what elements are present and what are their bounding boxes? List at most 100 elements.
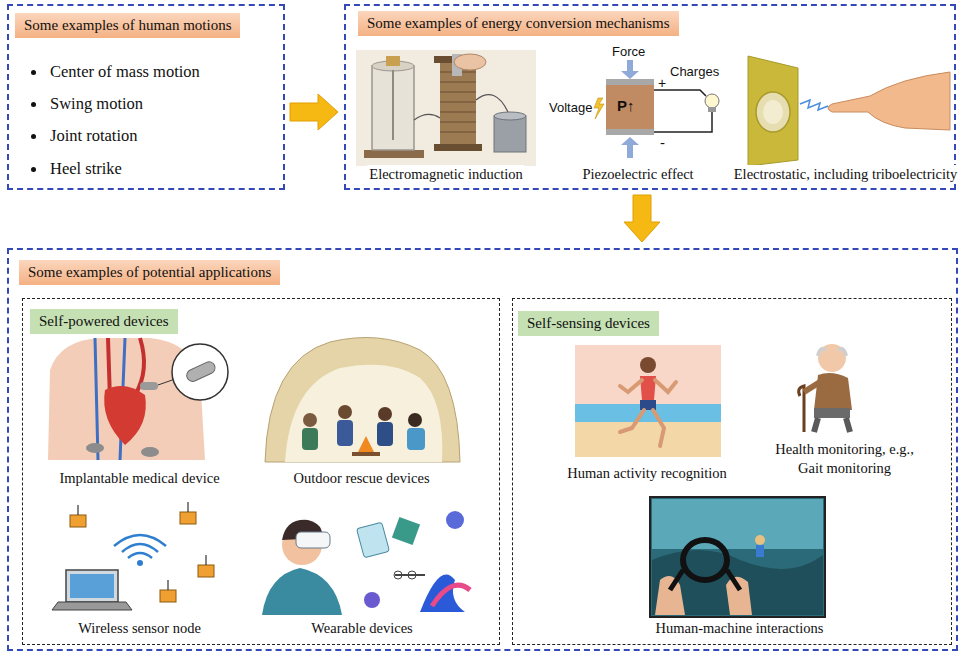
application-item: Wireless sensor node — [40, 500, 240, 640]
induction-apparatus-part — [476, 95, 508, 112]
elderly-person-part — [814, 373, 852, 410]
piezo-element-part — [627, 144, 633, 158]
sensor-network-part — [66, 570, 118, 602]
bullet-dot — [31, 167, 36, 172]
cave-scene-part — [408, 413, 422, 427]
cave-scene-part — [377, 422, 393, 446]
application-item: Wearable devices — [250, 500, 475, 640]
bullet-item: Swing motion — [50, 93, 143, 115]
induction-apparatus-part-part — [440, 122, 476, 123]
sensor-network-part — [52, 602, 132, 610]
induction-apparatus-part — [356, 50, 536, 166]
vr-wearer — [262, 511, 470, 615]
vr-wearer-part — [395, 574, 425, 576]
application-item: Health monitoring, e.g., Gait monitoring — [760, 335, 930, 480]
caption: Electromagnetic induction — [367, 165, 524, 184]
application-item: Human activity recognition — [560, 340, 735, 485]
runner-scene-part — [640, 357, 656, 373]
cave-scene-part — [265, 338, 460, 463]
vr-wearer-part — [364, 592, 380, 608]
cave-scene-part — [378, 407, 392, 421]
induction-apparatus-part — [454, 54, 486, 70]
sensor-network-part-part — [160, 590, 176, 602]
polarity-sign: + — [658, 75, 666, 92]
sensor-network-part-part — [187, 502, 188, 512]
induction-apparatus-part-part — [440, 112, 476, 113]
induction-apparatus-part — [494, 112, 526, 120]
elderly-person-part — [799, 386, 804, 432]
touch-plate-part — [828, 72, 950, 130]
vr-wearer-part — [392, 517, 420, 545]
sensor-network-part — [78, 502, 206, 590]
caption: Human-machine interactions — [654, 619, 826, 638]
sensor-network-part-part — [167, 580, 168, 590]
elderly-person-part — [818, 349, 846, 356]
piezo-element-part — [654, 112, 712, 132]
application-panel: Some examples of potential applicationsS… — [7, 248, 958, 651]
game-screen-part — [756, 545, 764, 557]
game-screen-part — [755, 535, 765, 545]
mechanism-item: Electromagnetic induction — [355, 48, 537, 186]
cave-scene-part — [285, 365, 442, 462]
block-arrow — [290, 94, 338, 130]
induction-apparatus-part — [434, 144, 482, 151]
runner-scene-part-part — [620, 380, 642, 392]
vr-wearer-part — [394, 571, 402, 579]
induction-apparatus-part-part — [440, 102, 476, 103]
bullet-dot — [31, 70, 36, 75]
sensor-network-part-part — [198, 565, 214, 577]
elderly-person-part — [818, 344, 846, 372]
implant-torso-part — [172, 344, 228, 400]
section-heading: Self-sensing devices — [518, 311, 659, 336]
caption: Health monitoring, e.g., Gait monitoring — [765, 440, 925, 478]
piezo-element-part — [705, 94, 719, 108]
induction-apparatus-part — [414, 114, 440, 120]
game-screen-part — [655, 576, 685, 615]
force-label: Force — [612, 44, 645, 60]
piezo-element — [594, 60, 719, 158]
sensor-network-part — [70, 512, 214, 602]
induction-apparatus-part — [364, 150, 424, 158]
vr-wearer-part — [432, 585, 470, 606]
piezo-element-part — [606, 85, 654, 129]
section-heading: Some examples of potential applications — [19, 260, 280, 285]
game-screen-part — [650, 497, 825, 617]
cave-scene-part — [352, 452, 380, 456]
game-screen — [650, 497, 825, 617]
induction-apparatus-part — [494, 116, 526, 152]
caption: Wireless sensor node — [76, 619, 203, 638]
piezo-element-part — [627, 60, 633, 72]
application-item: Implantable medical device — [40, 335, 240, 490]
application-item: Outdoor rescue devices — [262, 335, 462, 490]
section-heading: Self-powered devices — [30, 309, 178, 334]
piezo-element-part — [606, 79, 654, 85]
sensor-network-part — [114, 535, 166, 558]
implant-torso-part — [141, 447, 159, 457]
induction-apparatus-part-part — [440, 92, 476, 93]
application-item: Human-machine interactions — [620, 495, 860, 640]
induction-apparatus-part — [440, 72, 476, 132]
vr-wearer-part — [296, 532, 330, 548]
bullet-item: Heel strike — [50, 158, 122, 180]
vr-wearer-part — [262, 568, 342, 615]
block-arrow — [624, 195, 660, 242]
implant-torso — [48, 338, 228, 460]
cave-scene-part — [338, 405, 352, 419]
bullet-item: Center of mass motion — [50, 61, 200, 83]
caption: Implantable medical device — [57, 469, 221, 488]
elderly-person-part — [804, 382, 820, 392]
section-heading: Some examples of energy conversion mecha… — [358, 11, 679, 36]
induction-apparatus-part-part — [440, 132, 476, 133]
piezo-element-part — [606, 129, 654, 135]
vr-wearer-part — [446, 511, 464, 529]
runner-scene-part — [575, 345, 721, 457]
sensor-network — [52, 502, 214, 610]
charges-label: Charges — [670, 64, 719, 80]
piezo-element-part — [594, 98, 604, 119]
runner-scene-part — [620, 380, 676, 446]
bullet-dot — [31, 102, 36, 107]
elderly-person-part — [814, 418, 850, 432]
implant-torso-part — [86, 443, 104, 453]
runner-scene-part — [575, 422, 721, 457]
cave-scene-part — [303, 413, 317, 427]
